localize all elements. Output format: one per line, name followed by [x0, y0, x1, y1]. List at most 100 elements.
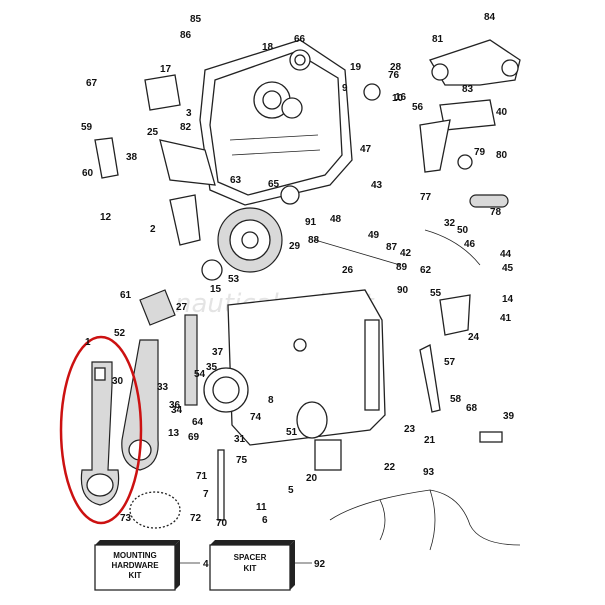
callout-14: 14	[502, 294, 514, 305]
callout-51: 51	[286, 427, 298, 438]
callout-31: 31	[234, 434, 246, 445]
callout-63: 63	[230, 175, 242, 186]
lever-17	[144, 74, 181, 111]
callout-56: 56	[412, 102, 424, 113]
callout-17: 17	[160, 64, 172, 75]
callout-11: 11	[256, 502, 267, 513]
control-handle	[80, 361, 120, 506]
callout-58: 58	[450, 394, 462, 405]
cable	[314, 239, 401, 266]
label-plate	[469, 194, 509, 208]
callout-39: 39	[503, 411, 515, 422]
callout-29: 29	[289, 241, 301, 252]
callout-48: 48	[330, 214, 342, 225]
callout-7: 7	[203, 489, 209, 500]
callout-77: 77	[420, 192, 432, 203]
neutral-arm	[419, 119, 451, 173]
detent-ring	[203, 367, 249, 413]
callout-44: 44	[500, 249, 512, 260]
callout-80: 80	[496, 150, 508, 161]
callout-64: 64	[192, 417, 204, 428]
harness-cable	[424, 229, 481, 266]
callout-18: 18	[262, 42, 274, 53]
highlight-oval	[59, 335, 143, 525]
callout-54: 54	[194, 369, 206, 380]
callout-50: 50	[457, 225, 469, 236]
callout-23: 23	[404, 424, 416, 435]
callout-73: 73	[120, 513, 132, 524]
lever-bar	[184, 314, 198, 406]
callout-72: 72	[190, 513, 202, 524]
callout-33: 33	[157, 382, 169, 393]
kit-1-line1: MOUNTING	[113, 551, 157, 560]
callout-28: 28	[390, 62, 402, 73]
kit-2-line1: SPACER	[234, 553, 267, 562]
plate-63	[159, 139, 216, 186]
gasket	[129, 491, 181, 529]
callout-24: 24	[468, 332, 480, 343]
callout-8: 8	[268, 395, 274, 406]
callout-25: 25	[147, 127, 159, 138]
control-housing	[199, 39, 353, 206]
callout-40: 40	[496, 107, 508, 118]
callout-59: 59	[81, 122, 93, 133]
callout-21: 21	[424, 435, 436, 446]
callout-76: 76	[388, 70, 400, 81]
callout-66: 66	[294, 34, 306, 45]
callout-62: 62	[420, 265, 432, 276]
callout-34: 34	[171, 405, 183, 416]
callout-74: 74	[250, 412, 262, 423]
callout-88: 88	[308, 235, 320, 246]
shaft-72	[217, 449, 225, 521]
callout-26: 26	[342, 265, 354, 276]
callout-81: 81	[432, 34, 444, 45]
callout-6: 6	[262, 515, 268, 526]
callout-85: 85	[190, 14, 202, 25]
callout-65: 65	[268, 179, 280, 190]
callout-1: 1	[85, 337, 91, 348]
callout-12: 12	[100, 212, 112, 223]
callout-35: 35	[206, 362, 218, 373]
callout-69: 69	[188, 432, 200, 443]
callout-91: 91	[305, 217, 317, 228]
bushing-79	[457, 154, 473, 170]
callout-93: 93	[423, 467, 435, 478]
callout-16: 16	[395, 92, 407, 103]
disc-part	[296, 401, 328, 439]
callout-70: 70	[216, 518, 228, 529]
callout-13: 13	[168, 428, 180, 439]
callout-49: 49	[368, 230, 380, 241]
bushing-53	[201, 259, 223, 281]
callout-68: 68	[466, 403, 478, 414]
kit-1-ref: 4	[203, 559, 209, 570]
bushing-65	[280, 185, 300, 205]
callout-19: 19	[350, 62, 362, 73]
callout-3: 3	[186, 108, 192, 119]
spacer-kit: SPACER KIT 92	[209, 540, 326, 591]
callout-43: 43	[371, 180, 383, 191]
callout-30: 30	[112, 376, 124, 387]
mounting-hardware-kit: MOUNTING HARDWARE KIT 4	[94, 540, 209, 591]
callout-20: 20	[306, 473, 318, 484]
switch-body	[314, 439, 342, 471]
callout-22: 22	[384, 462, 396, 473]
callout-10: 10	[392, 93, 404, 104]
callout-32: 32	[444, 218, 456, 229]
callout-9: 9	[342, 83, 348, 94]
callout-57: 57	[444, 357, 456, 368]
throttle-bracket	[429, 39, 521, 86]
callout-27: 27	[176, 302, 188, 313]
callout-60: 60	[82, 168, 94, 179]
kit-1-line2: HARDWARE	[111, 561, 159, 570]
callout-83: 83	[462, 84, 474, 95]
front-cover	[227, 289, 386, 446]
callout-46: 46	[464, 239, 476, 250]
callout-53: 53	[228, 274, 240, 285]
callout-labels: 1235678910111213141516171819202122232425…	[81, 12, 515, 529]
link-plate	[439, 294, 471, 336]
callout-82: 82	[180, 122, 192, 133]
callout-2: 2	[150, 224, 156, 235]
callout-41: 41	[500, 313, 512, 324]
callout-36: 36	[169, 400, 181, 411]
callout-75: 75	[236, 455, 248, 466]
